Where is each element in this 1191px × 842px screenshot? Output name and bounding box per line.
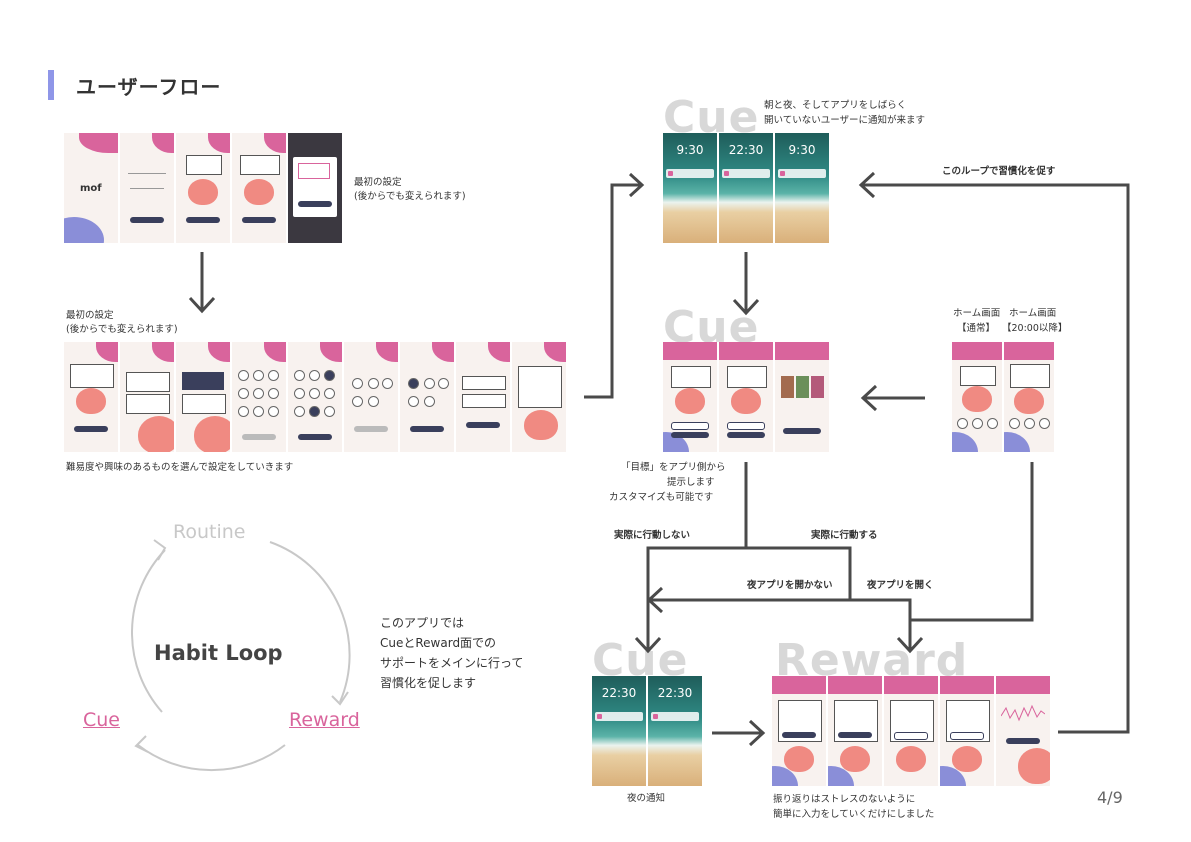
setup-confirm — [456, 342, 510, 452]
label-no-action: 実際に行動しない — [614, 530, 691, 541]
loop-arrowhead-2 — [331, 691, 349, 706]
label-action: 実際に行動する — [811, 530, 878, 541]
loop-description: このアプリでは CueとReward面での サポートをメインに行って 習慣化を促… — [380, 613, 523, 693]
page-number: 4/9 — [1097, 788, 1123, 807]
loop-reward: Reward — [289, 709, 360, 731]
loop-arrowhead-3 — [134, 735, 149, 753]
home-screen-normal — [952, 342, 1002, 452]
arrow-loop — [862, 183, 1130, 734]
goal-screen-2 — [719, 342, 773, 452]
cue-goal-screens — [663, 342, 829, 452]
setup2-caption: 難易度や興味のあるものを選んで設定をしていきます — [66, 462, 294, 473]
loop-desc-line4: 習慣化を促します — [380, 676, 477, 690]
setup-q1 — [120, 342, 174, 452]
setup2-label-line1: 最初の設定 — [66, 310, 114, 321]
cue-lockscreens-top: 9:30 22:30 9:30 — [663, 133, 829, 243]
loop-routine: Routine — [173, 521, 246, 543]
home-screens — [952, 342, 1054, 452]
goal-line2: 提示します — [667, 477, 715, 488]
lockscreen-morning: 9:30 — [663, 133, 717, 243]
arrow-setup-to-cue — [584, 183, 640, 399]
reward-rating-4 — [940, 676, 994, 786]
goal-line1: 「目標」をアプリ側から — [621, 462, 726, 473]
arrow-home-to-cue-head — [860, 384, 878, 412]
goal-line3: カスタマイズも可能です — [609, 492, 714, 503]
title-accent-bar — [48, 70, 54, 100]
home-down-line — [910, 462, 1034, 622]
home-night-sub: 【20:00以降】 — [1002, 323, 1068, 334]
loop-arrowhead-1 — [153, 539, 167, 561]
arrow-cue-down-head — [732, 298, 760, 316]
mood-graph-icon — [1001, 704, 1045, 722]
notification-permission-screen — [288, 133, 342, 243]
habit-loop-diagram — [131, 539, 351, 772]
cue-lockscreens-night: 22:30 22:30 — [592, 676, 702, 786]
lockscreen-night-1: 22:30 — [592, 676, 646, 786]
night-notice-label: 夜の通知 — [627, 793, 666, 804]
splash-screen: mof — [64, 133, 118, 243]
setup-q2-selected — [288, 342, 342, 452]
home-normal-sub: 【通常】 — [957, 323, 996, 334]
not-open-head — [646, 586, 664, 614]
cue-note-line1: 朝と夜、そしてアプリをしばらく — [764, 100, 907, 111]
reward-rating-1 — [772, 676, 826, 786]
setup-q1-selected — [176, 342, 230, 452]
arrow-loop-head — [858, 171, 876, 199]
goal-screen-1 — [663, 342, 717, 452]
arrow-setup-down-head — [188, 296, 216, 314]
lockscreen-reminder: 9:30 — [775, 133, 829, 243]
reward-rating-2 — [828, 676, 882, 786]
loop-arc-reward-cue — [137, 744, 286, 772]
branch-action-head — [896, 636, 924, 654]
goal-customize-screen — [775, 342, 829, 452]
setup-screens-row1: mof — [64, 133, 342, 243]
home-normal-title: ホーム画面 — [953, 308, 1001, 319]
loop-desc-line3: サポートをメインに行って — [380, 656, 524, 670]
label-not-open: 夜アプリを開かない — [747, 580, 833, 591]
reward-graph-screen — [996, 676, 1050, 786]
setup-q3-selected — [400, 342, 454, 452]
loop-cue: Cue — [83, 709, 120, 731]
home-screen-night — [1004, 342, 1054, 452]
arrow-setup-to-cue-head — [628, 172, 645, 198]
setup-complete — [512, 342, 566, 452]
reward-screens — [772, 676, 1050, 786]
lockscreen-night-2: 22:30 — [648, 676, 702, 786]
intro-screen-1 — [176, 133, 230, 243]
loop-desc-line2: CueとReward面での — [380, 636, 497, 650]
setup1-label-line2: (後からでも変えられます) — [354, 191, 466, 202]
setup-q3 — [344, 342, 398, 452]
name-input-screen — [120, 133, 174, 243]
app-logo: mof — [80, 183, 102, 194]
label-open: 夜アプリを開く — [867, 580, 934, 591]
cue-note-line2: 開いていないユーザーに通知が来ます — [764, 115, 926, 126]
loop-arc-routine-reward — [269, 541, 351, 703]
reward-caption-line2: 簡単に入力をしていくだけにしました — [773, 809, 935, 820]
loop-note: このループで習慣化を促す — [942, 166, 1056, 177]
lockscreen-night: 22:30 — [719, 133, 773, 243]
loop-center-title: Habit Loop — [154, 641, 283, 665]
arrow-cue-to-reward-head — [748, 719, 766, 747]
home-night-title: ホーム画面 — [1009, 308, 1057, 319]
reward-rating-3 — [884, 676, 938, 786]
setup-q2-interests — [232, 342, 286, 452]
intro-screen-2 — [232, 133, 286, 243]
setup-q-intro — [64, 342, 118, 452]
loop-arc-cue-routine — [131, 549, 166, 713]
branch-no-action-head — [634, 636, 662, 654]
setup2-label-line2: (後からでも変えられます) — [66, 324, 178, 335]
page-title: ユーザーフロー — [76, 75, 222, 99]
setup1-label-line1: 最初の設定 — [354, 177, 402, 188]
loop-desc-line1: このアプリでは — [380, 616, 465, 630]
setup-screens-row2 — [64, 342, 566, 452]
reward-caption-line1: 振り返りはストレスのないように — [773, 794, 916, 805]
